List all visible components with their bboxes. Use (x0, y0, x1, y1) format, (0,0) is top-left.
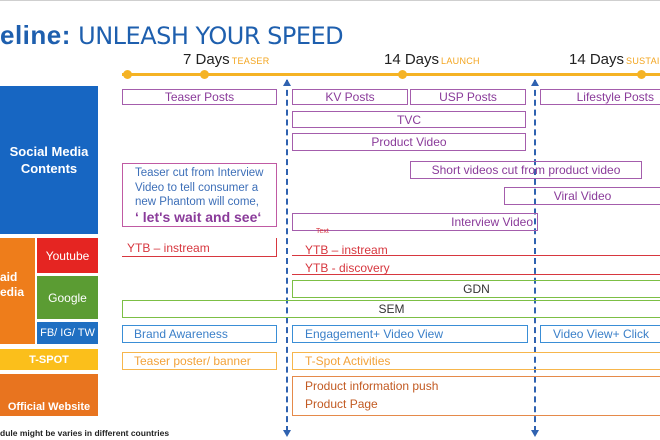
title-main: UNLEASH YOUR SPEED (78, 22, 344, 50)
product-video-label: Product Video (371, 135, 447, 149)
ytb-discovery: YTB - discovery (305, 261, 390, 275)
video-view-click-bar: Video View+ Click (540, 325, 660, 343)
gdn-label: GDN (463, 282, 490, 296)
brand-awareness-bar: Brand Awareness (122, 325, 277, 343)
teaser-posts-label: Teaser Posts (164, 90, 235, 104)
phase-teaser-tag: TEASER (231, 56, 270, 66)
viral-video-bar: Viral Video (504, 187, 660, 205)
product-page: Product Page (305, 397, 378, 411)
timeline-dot-start (123, 70, 132, 79)
teaser-poster-bar: Teaser poster/ banner (122, 352, 277, 370)
title-prefix: eline: (0, 20, 71, 50)
ytb-instream-launch: YTB – instream (305, 243, 388, 257)
tvc-label: TVC (397, 112, 421, 127)
category-official-website: Official Website (0, 374, 98, 416)
subcategory-fb-ig-tw: FB/ IG/ TW (37, 322, 98, 344)
top-rule (0, 0, 660, 1)
brand-awareness-label: Brand Awareness (134, 327, 228, 341)
youtube-label: Youtube (45, 248, 90, 263)
timeline-dot-sustain (637, 70, 646, 79)
subcategory-youtube: Youtube (37, 238, 98, 273)
usp-posts-bar: USP Posts (410, 89, 526, 105)
official-website-bar (292, 376, 660, 416)
teaser-posts-bar: Teaser Posts (122, 89, 277, 105)
teaser-poster-label: Teaser poster/ banner (134, 354, 251, 368)
engagement-bar: Engagement+ Video View (292, 325, 528, 343)
paid-media-line-2: edia (0, 285, 25, 299)
product-info-push: Product information push (305, 379, 439, 393)
tspot-activities-label: T-Spot Activities (305, 354, 391, 368)
ytb-instream-line (292, 255, 660, 256)
category-social-media-label: Social Media Contents (9, 144, 89, 176)
page-title: eline: UNLEASH YOUR SPEED (0, 18, 660, 52)
category-social-media: Social Media Contents (0, 86, 98, 234)
t-spot-label: T-SPOT (29, 353, 69, 366)
lifestyle-posts-label: Lifestyle Posts (576, 90, 654, 104)
footnote: dule might be varies in different countr… (0, 428, 170, 438)
engagement-label: Engagement+ Video View (305, 327, 443, 341)
teaser-cut-block (122, 163, 277, 227)
short-videos-label: Short videos cut from product video (431, 163, 621, 177)
phase-divider-1 (286, 80, 288, 432)
video-view-click-label: Video View+ Click (553, 327, 649, 341)
lifestyle-posts-bar: Lifestyle Posts (540, 89, 660, 105)
phase-divider-2 (534, 80, 536, 432)
teaser-cut-line-2: Video to tell consumer a (135, 181, 259, 194)
usp-posts-label: USP Posts (439, 90, 497, 104)
phase-launch-days: 14 Days (384, 51, 440, 68)
phase-sustain-tag: SUSTAIN (626, 56, 660, 66)
timeline-dot-teaser (200, 70, 209, 79)
teaser-cut-line-1: Teaser cut from Interview (135, 167, 264, 179)
tvc-bar: TVC (292, 111, 526, 128)
timeline-axis (122, 73, 660, 76)
category-paid-media (0, 238, 35, 344)
subcategory-google: Google (37, 276, 98, 319)
teaser-cut-text: Teaser cut from Interview Video to tell … (135, 166, 277, 210)
interview-video-bar: Interview Video (292, 213, 538, 231)
tspot-activities-bar: T-Spot Activities (292, 352, 660, 370)
phase-sustain-days: 14 Days (569, 51, 625, 68)
phase-launch-tag: LAUNCH (441, 56, 480, 66)
paid-media-line-1: aid (0, 270, 18, 284)
viral-video-label: Viral Video (553, 189, 612, 203)
official-website-label: Official Website (7, 401, 91, 413)
phase-sustain: 14 DaysSUSTAIN (569, 50, 660, 70)
phase-teaser-days: 7 Days (183, 51, 230, 68)
interview-video-label: Interview Video (451, 215, 533, 229)
ytb-instream-teaser: YTB – instream (122, 238, 277, 257)
teaser-cut-emphasis: ‘ let's wait and see‘ (135, 209, 262, 225)
gdn-bar: GDN (292, 280, 660, 298)
sem-label: SEM (378, 302, 405, 316)
kv-posts-label: KV Posts (325, 90, 375, 104)
fb-ig-tw-label: FB/ IG/ TW (40, 327, 95, 339)
sem-bar: SEM (122, 300, 660, 318)
kv-posts-bar: KV Posts (292, 89, 408, 105)
teaser-cut-line-3: new Phantom will come, (135, 196, 259, 208)
divider-2-arrow-down (531, 430, 539, 437)
divider-1-arrow-down (283, 430, 291, 437)
ytb-discovery-line (292, 274, 660, 275)
category-t-spot: T-SPOT (0, 349, 98, 370)
product-video-bar: Product Video (292, 133, 526, 151)
google-label: Google (48, 290, 87, 305)
text-tag: Text (316, 228, 329, 235)
timeline-dot-launch (398, 70, 407, 79)
short-videos-bar: Short videos cut from product video (410, 161, 642, 179)
